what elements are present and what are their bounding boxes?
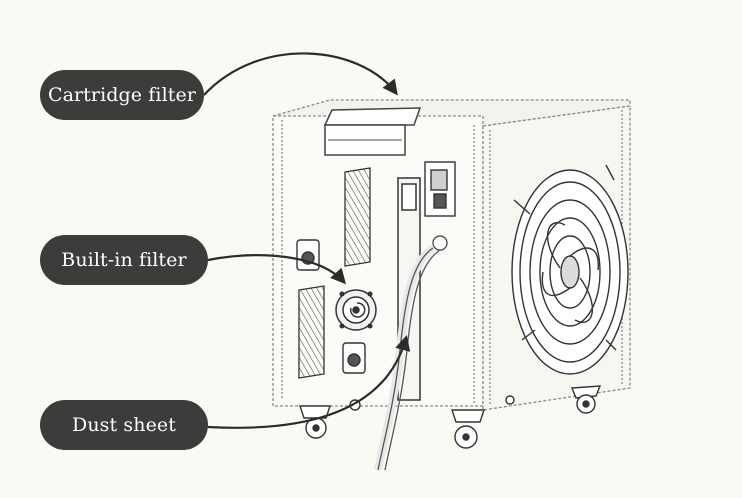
axial-fan-icon xyxy=(511,164,629,375)
leader-built-in-filter xyxy=(207,254,347,285)
cartridge-filter-housing xyxy=(323,107,422,156)
built-in-filter-label: Built-in filter xyxy=(40,235,208,285)
dust-sheet-label: Dust sheet xyxy=(40,400,208,450)
vent-grilles xyxy=(298,167,371,379)
power-switch-icon xyxy=(424,161,456,217)
built-in-filter-cap xyxy=(335,289,377,331)
cartridge-filter-label: Cartridge filter xyxy=(40,70,204,120)
callout-lines xyxy=(203,52,411,429)
connectors xyxy=(296,239,366,411)
casters xyxy=(299,385,602,449)
leader-cartridge-filter xyxy=(203,52,398,96)
leader-dust-sheet xyxy=(207,335,411,429)
